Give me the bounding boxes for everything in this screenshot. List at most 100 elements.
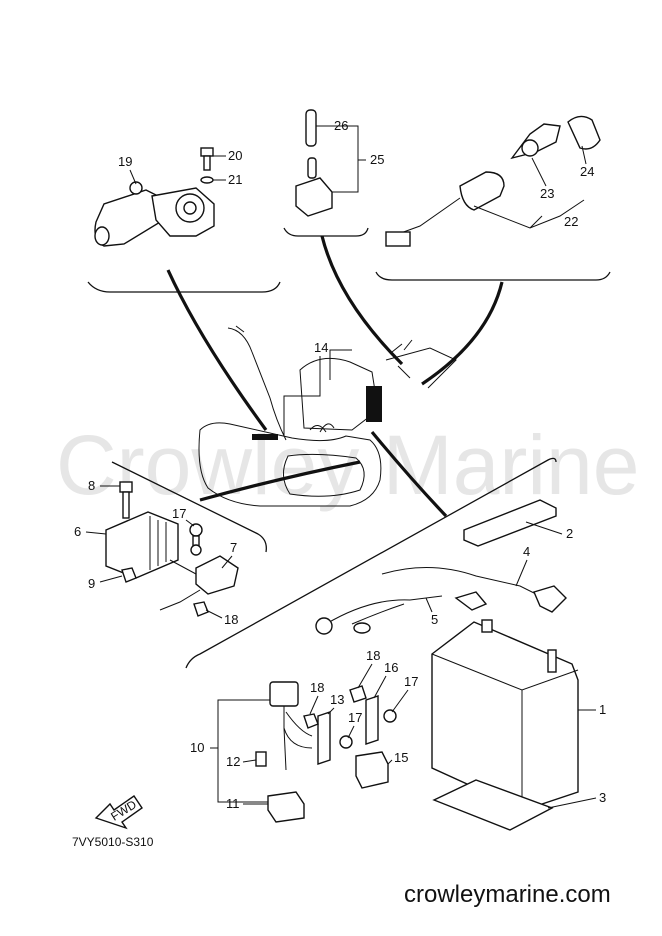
connector-10 bbox=[269, 681, 313, 771]
frame-rectifier bbox=[111, 461, 267, 553]
callout-label: 24 bbox=[580, 164, 594, 179]
callout-label: 17 bbox=[172, 506, 186, 521]
washer-21 bbox=[200, 176, 214, 184]
nut-18-bracket bbox=[349, 685, 367, 703]
callout-6: 6 bbox=[74, 524, 107, 539]
callout-2: 2 bbox=[525, 521, 573, 541]
leader-trim-motor bbox=[166, 269, 268, 431]
connector-11 bbox=[267, 791, 305, 823]
trim-motor bbox=[94, 181, 215, 247]
callout-1: 1 bbox=[578, 702, 606, 717]
callout-13: 13 bbox=[327, 692, 344, 715]
callout-label: 18 bbox=[224, 612, 238, 627]
plate-13 bbox=[317, 711, 331, 765]
rectifier-6 bbox=[105, 511, 179, 579]
callout-18-plate: 18 bbox=[309, 680, 324, 715]
frame-trim-motor bbox=[87, 281, 281, 293]
callout-10: 10 bbox=[190, 699, 270, 803]
callout-label: 26 bbox=[334, 118, 348, 133]
callout-label: 20 bbox=[228, 148, 242, 163]
switch-25 bbox=[295, 157, 333, 217]
cable-5 bbox=[315, 595, 443, 635]
nut-18-regulator bbox=[193, 601, 209, 617]
regulator-7 bbox=[159, 544, 239, 611]
frame-switch bbox=[283, 227, 369, 237]
boat-outline bbox=[198, 325, 457, 507]
callout-19: 19 bbox=[118, 154, 137, 185]
callout-label: 16 bbox=[384, 660, 398, 675]
callout-12: 12 bbox=[226, 754, 257, 769]
callout-label: 14 bbox=[314, 340, 328, 355]
callout-18-regulator: 18 bbox=[205, 609, 238, 627]
callout-25: 25 bbox=[330, 125, 384, 193]
leader-main-switch bbox=[421, 281, 504, 386]
callout-label: 3 bbox=[599, 790, 606, 805]
callout-11: 11 bbox=[226, 796, 268, 811]
site-url: crowleymarine.com bbox=[404, 881, 611, 908]
cap-24 bbox=[567, 115, 601, 150]
callout-label: 2 bbox=[566, 526, 573, 541]
callout-14: 14 bbox=[283, 340, 328, 436]
callout-label: 25 bbox=[370, 152, 384, 167]
callout-label: 8 bbox=[88, 478, 95, 493]
diagram-code: 7VY5010-S310 bbox=[72, 835, 154, 849]
callout-label: 18 bbox=[366, 648, 380, 663]
callout-8: 8 bbox=[88, 478, 120, 493]
callout-label: 21 bbox=[228, 172, 242, 187]
callout-9: 9 bbox=[88, 575, 123, 591]
callout-26: 26 bbox=[316, 118, 348, 133]
leader-switch bbox=[320, 235, 404, 366]
bolt-8 bbox=[119, 481, 133, 519]
bolt-17-bracket bbox=[383, 709, 397, 723]
callout-label: 1 bbox=[599, 702, 606, 717]
callout-4: 4 bbox=[515, 544, 530, 587]
battery-1 bbox=[431, 619, 579, 811]
callout-label: 15 bbox=[394, 750, 408, 765]
leader-battery bbox=[370, 430, 448, 518]
callout-label: 4 bbox=[523, 544, 530, 559]
bolt-17-rectifier bbox=[189, 523, 203, 549]
callout-20: 20 bbox=[213, 148, 242, 163]
switch-knob-26 bbox=[305, 109, 317, 147]
bracket-16 bbox=[365, 695, 379, 745]
callout-15: 15 bbox=[387, 750, 408, 765]
callout-17-relay: 17 bbox=[347, 710, 362, 739]
callout-label: 10 bbox=[190, 740, 204, 755]
callout-5: 5 bbox=[425, 597, 438, 627]
fuse-holder-12 bbox=[255, 751, 267, 767]
callout-23: 23 bbox=[531, 157, 554, 201]
callout-label: 5 bbox=[431, 612, 438, 627]
frame-main-switch bbox=[375, 271, 611, 281]
callout-label: 12 bbox=[226, 754, 240, 769]
callout-label: 11 bbox=[226, 796, 240, 811]
callout-17-bracket: 17 bbox=[391, 674, 418, 713]
callout-17-rectifier: 17 bbox=[172, 506, 195, 527]
bolt-20 bbox=[200, 147, 214, 171]
cable-4 bbox=[381, 567, 567, 613]
callout-label: 23 bbox=[540, 186, 554, 201]
bolt-17-relay bbox=[339, 735, 353, 749]
forward-arrow-icon: FWD bbox=[94, 795, 143, 830]
callout-22: 22 bbox=[473, 199, 585, 229]
callout-3: 3 bbox=[547, 790, 606, 809]
nut-9 bbox=[121, 567, 137, 583]
battery-band-2 bbox=[463, 499, 557, 547]
callout-16: 16 bbox=[373, 660, 398, 699]
nut-18-plate bbox=[303, 713, 319, 729]
callout-label: 7 bbox=[230, 540, 237, 555]
main-switch-22 bbox=[385, 171, 505, 247]
key-23 bbox=[510, 123, 561, 160]
battery-tray-3 bbox=[432, 779, 554, 831]
callout-label: 13 bbox=[330, 692, 344, 707]
callout-label: 18 bbox=[310, 680, 324, 695]
callout-label: 17 bbox=[404, 674, 418, 689]
callout-7: 7 bbox=[221, 540, 237, 569]
callout-label: 19 bbox=[118, 154, 132, 169]
frame-battery bbox=[185, 457, 557, 669]
callout-label: 9 bbox=[88, 576, 95, 591]
callout-label: 6 bbox=[74, 524, 81, 539]
relay-15 bbox=[355, 751, 389, 789]
callout-label: 17 bbox=[348, 710, 362, 725]
callout-label: 22 bbox=[564, 214, 578, 229]
